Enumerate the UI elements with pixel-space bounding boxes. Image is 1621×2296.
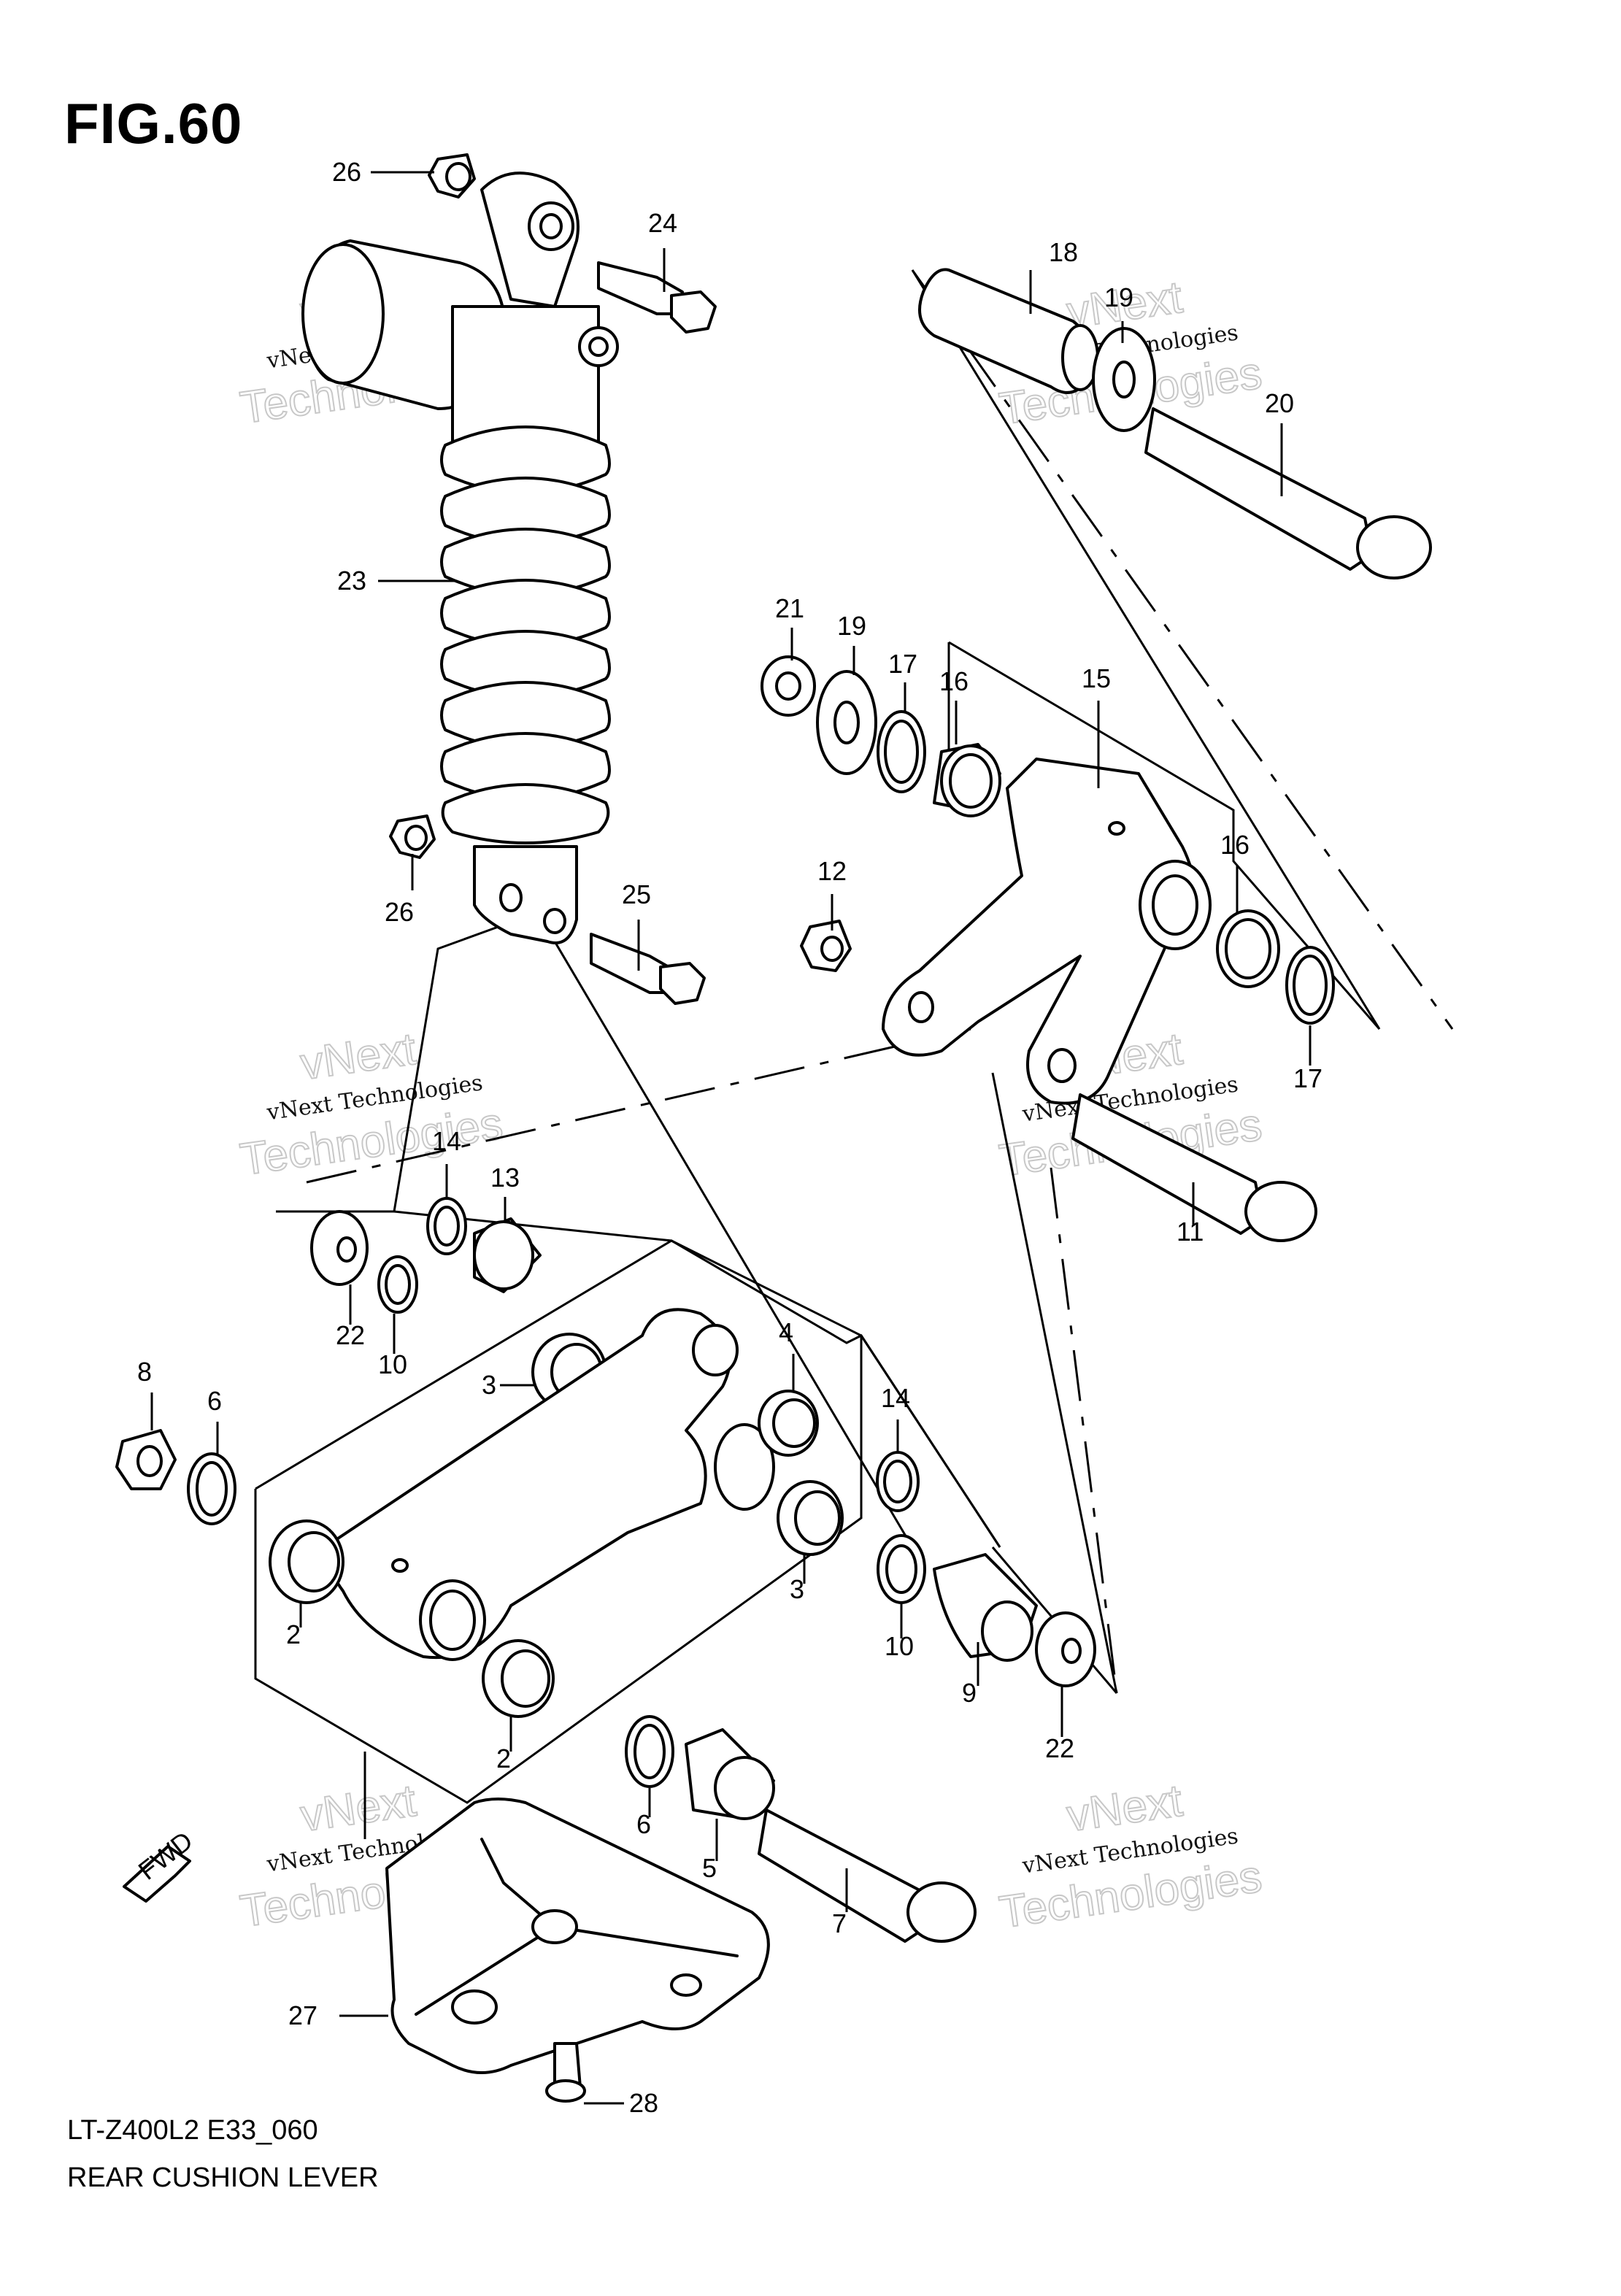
callout-6: 6 xyxy=(636,1809,651,1839)
svg-text:vNext: vNext xyxy=(298,1776,420,1841)
callout-13: 13 xyxy=(490,1163,520,1193)
callout-7: 7 xyxy=(832,1908,847,1938)
callout-22: 22 xyxy=(336,1320,365,1350)
model-code: LT-Z400L2 E33_060 xyxy=(67,2115,318,2146)
washer-22-left[interactable] xyxy=(310,1210,369,1286)
callout-24: 24 xyxy=(648,208,677,238)
diagram-name: REAR CUSHION LEVER xyxy=(67,2162,379,2193)
coil-spring xyxy=(440,425,611,844)
callout-14: 14 xyxy=(881,1383,910,1413)
callout-3: 3 xyxy=(482,1370,496,1400)
callout-19: 19 xyxy=(837,611,866,641)
callout-16: 16 xyxy=(939,666,969,696)
screw-28[interactable] xyxy=(545,2042,586,2103)
nut-21[interactable] xyxy=(761,655,816,717)
collar-9[interactable] xyxy=(933,1553,1038,1662)
assembly-frames xyxy=(254,269,1454,1839)
callout-14: 14 xyxy=(432,1126,461,1156)
callout-18: 18 xyxy=(1049,237,1078,267)
bolt-11[interactable] xyxy=(1071,1093,1317,1242)
bearing-16-right[interactable] xyxy=(1216,909,1280,988)
bearing-16-left[interactable] xyxy=(933,743,1001,817)
collar-13[interactable] xyxy=(473,1217,542,1293)
callout-21: 21 xyxy=(775,593,804,623)
callout-10: 10 xyxy=(885,1631,914,1661)
callout-17: 17 xyxy=(1293,1063,1322,1093)
callout-2: 2 xyxy=(286,1619,301,1649)
bearing-3-lower[interactable] xyxy=(777,1480,844,1556)
nut-26-top[interactable] xyxy=(428,153,476,199)
callout-2: 2 xyxy=(496,1744,511,1773)
callout-15: 15 xyxy=(1082,663,1111,693)
bearing-2-left[interactable] xyxy=(269,1519,344,1604)
watermark-bottom-right: vNext vNext Technologies Technologies xyxy=(996,1775,1266,1939)
collar-5[interactable] xyxy=(685,1728,775,1820)
ring-6-lower[interactable] xyxy=(625,1715,674,1788)
ring-17-right[interactable] xyxy=(1285,946,1335,1025)
callout-3: 3 xyxy=(790,1574,804,1604)
callout-22: 22 xyxy=(1045,1733,1074,1763)
guard-27[interactable] xyxy=(385,1798,770,2074)
rear-shock-absorber[interactable] xyxy=(301,172,619,944)
svg-text:vNext: vNext xyxy=(1064,1776,1186,1841)
bolt-25[interactable] xyxy=(590,933,706,1005)
callout-10: 10 xyxy=(378,1349,407,1379)
callout-19: 19 xyxy=(1104,282,1133,312)
callout-16: 16 xyxy=(1220,830,1250,860)
nut-26-bottom[interactable] xyxy=(389,814,436,859)
ring-14-left[interactable] xyxy=(426,1197,467,1255)
figure-title: FIG.60 xyxy=(64,91,243,155)
ring-6-left[interactable] xyxy=(187,1452,236,1525)
callout-9: 9 xyxy=(962,1678,977,1708)
bolt-20[interactable] xyxy=(1144,407,1432,579)
callout-8: 8 xyxy=(137,1357,152,1387)
cushion-lever[interactable] xyxy=(328,1308,775,1661)
washer-22-right[interactable] xyxy=(1035,1611,1096,1687)
washer-19-mid[interactable] xyxy=(816,670,877,775)
washer-19-top[interactable] xyxy=(1092,327,1156,432)
nut-8[interactable] xyxy=(115,1429,177,1490)
callout-6: 6 xyxy=(207,1386,222,1416)
callout-17: 17 xyxy=(888,649,917,679)
watermark-mid-left: vNext vNext Technologies Technologies xyxy=(236,1023,507,1186)
callout-26: 26 xyxy=(385,897,414,927)
callout-25: 25 xyxy=(622,879,651,909)
bolt-7[interactable] xyxy=(758,1808,977,1943)
callout-5: 5 xyxy=(702,1853,717,1883)
callout-20: 20 xyxy=(1265,388,1294,418)
fwd-arrow-icon: FWD xyxy=(123,1825,199,1903)
ring-17-left[interactable] xyxy=(877,710,926,793)
cushion-rod-15[interactable] xyxy=(882,758,1212,1105)
ring-14-right[interactable] xyxy=(876,1451,920,1512)
ring-10-right[interactable] xyxy=(877,1534,926,1604)
svg-text:vNext: vNext xyxy=(298,1024,420,1090)
nut-12[interactable] xyxy=(800,920,852,972)
callout-23: 23 xyxy=(337,566,366,596)
callout-26: 26 xyxy=(332,157,361,187)
bearing-4[interactable] xyxy=(758,1390,819,1457)
bearing-2-lower[interactable] xyxy=(482,1639,555,1718)
callout-27: 27 xyxy=(288,2000,317,2030)
callout-28: 28 xyxy=(629,2088,658,2118)
callout-12: 12 xyxy=(817,856,847,886)
ring-10-left[interactable] xyxy=(377,1255,418,1314)
bolt-24[interactable] xyxy=(597,261,717,334)
callout-11: 11 xyxy=(1177,1217,1204,1247)
callout-4: 4 xyxy=(779,1317,793,1347)
collar-18[interactable] xyxy=(918,268,1099,394)
